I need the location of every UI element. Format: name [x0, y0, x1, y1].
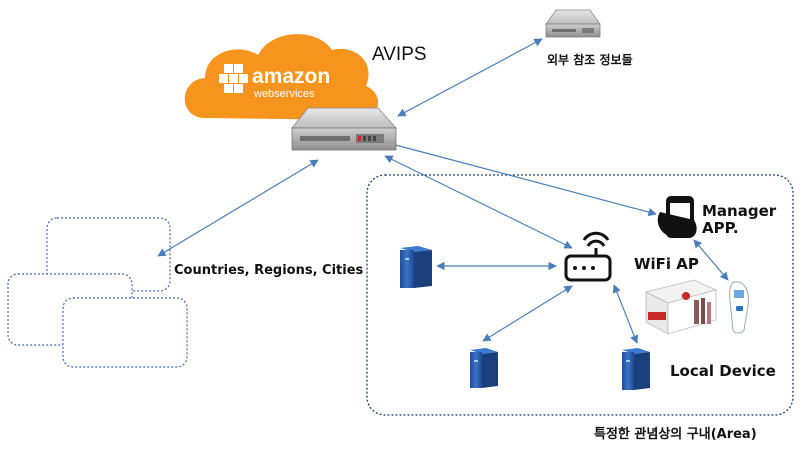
- wifi-router-icon: [564, 231, 612, 282]
- wifi-ap-label: WiFi AP: [634, 255, 699, 273]
- aws-brand-top: amazon: [252, 65, 330, 88]
- smartphone-hand-icon: [657, 196, 697, 238]
- area-boundary: [366, 174, 794, 416]
- aws-cloud-icon: amazon webservices: [184, 34, 379, 121]
- manager-app-line1: Manager: [702, 202, 777, 220]
- regions-label: Countries, Regions, Cities: [174, 263, 364, 278]
- manager-app-label: Manager APP.: [702, 202, 792, 238]
- local-device-label: Local Device: [670, 362, 776, 380]
- external-refs-label: 외부 참조 정보들: [547, 53, 633, 67]
- device-box-icon: [644, 279, 718, 335]
- external-server-icon: [545, 9, 601, 38]
- left-device: [400, 246, 432, 288]
- arrow-aws-wifi: [384, 155, 573, 249]
- manager-app-line2: APP.: [702, 219, 739, 238]
- aws-server-icon: [291, 107, 397, 151]
- arrow-manager-thermometer: [693, 239, 729, 281]
- tower-server-icon: [400, 246, 650, 390]
- region-box-3: [62, 297, 188, 368]
- arrow-wifi-bottom-device: [482, 285, 573, 342]
- arrow-wifi-local-device: [612, 284, 639, 344]
- arrow-aws-regions: [157, 159, 319, 257]
- arrow-aws-manager: [387, 140, 657, 217]
- local-device-icon: [622, 348, 650, 390]
- arrow-aws-external: [397, 38, 543, 117]
- aws-brand-bottom: webservices: [253, 88, 315, 100]
- region-boxes: [7, 217, 188, 368]
- connection-arrows: [157, 38, 729, 344]
- avips-label: AVIPS: [372, 44, 427, 65]
- area-label: 특정한 관념상의 구내(Area): [594, 427, 757, 442]
- bottom-device: [470, 348, 498, 388]
- thermometer-icon: [729, 281, 749, 334]
